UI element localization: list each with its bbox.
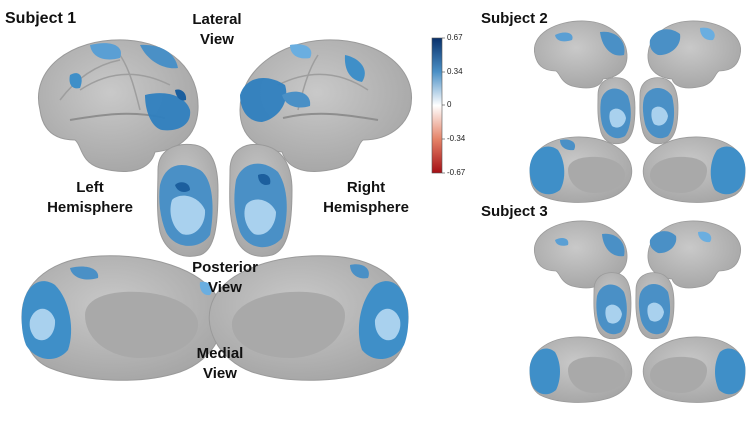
right-hemisphere-label-line1: Right xyxy=(346,179,386,196)
lateral-view-label-line2: View xyxy=(200,31,234,48)
posterior-view-label-line2: View xyxy=(208,279,242,296)
colorbar-tick-upper: 0.34 xyxy=(447,67,463,76)
s2-right-medial-brain xyxy=(643,136,746,203)
s2-left-lateral-brain xyxy=(534,20,628,89)
left-hemisphere-label-line1: Left xyxy=(76,179,104,196)
s3-posterior-brain-right xyxy=(635,272,675,340)
s2-left-medial-brain xyxy=(529,136,632,203)
s1-left-lateral-activation xyxy=(69,43,191,131)
s1-left-medial-brain xyxy=(21,255,224,381)
s3-left-medial-brain xyxy=(529,336,632,403)
s1-right-medial-brain xyxy=(208,255,409,381)
s1-posterior-brain-right xyxy=(229,143,293,257)
colorbar-tick-lower: -0.34 xyxy=(447,134,466,143)
colorbar xyxy=(431,37,445,174)
right-hemisphere-label-line2: Hemisphere xyxy=(323,199,409,216)
s3-left-lateral-brain xyxy=(534,220,628,289)
s3-right-medial-brain xyxy=(643,336,746,403)
posterior-view-label-line1: Posterior xyxy=(192,259,258,276)
subject-2-label: Subject 2 xyxy=(481,10,548,27)
lateral-view-label-line1: Lateral xyxy=(192,11,242,28)
left-hemisphere-label-line2: Hemisphere xyxy=(47,199,133,216)
subject-1-label: Subject 1 xyxy=(5,10,77,27)
medial-view-label-line2: View xyxy=(203,365,237,382)
colorbar-gradient xyxy=(431,37,443,174)
colorbar-tick-max: 0.67 xyxy=(447,33,463,42)
s2-posterior-brain-left xyxy=(597,77,636,145)
s1-right-lateral-activation xyxy=(240,44,365,122)
s3-posterior-brain-left xyxy=(593,272,632,340)
s3-right-lateral-brain xyxy=(647,220,741,289)
subject-3-label: Subject 3 xyxy=(481,203,548,220)
s2-posterior-brain-right xyxy=(639,77,679,145)
s2-right-lateral-brain xyxy=(647,20,741,89)
colorbar-tick-zero: 0 xyxy=(447,100,452,109)
s1-posterior-brain-left xyxy=(157,143,219,257)
medial-view-label-line1: Medial xyxy=(196,345,244,362)
colorbar-tick-min: -0.67 xyxy=(447,168,466,177)
